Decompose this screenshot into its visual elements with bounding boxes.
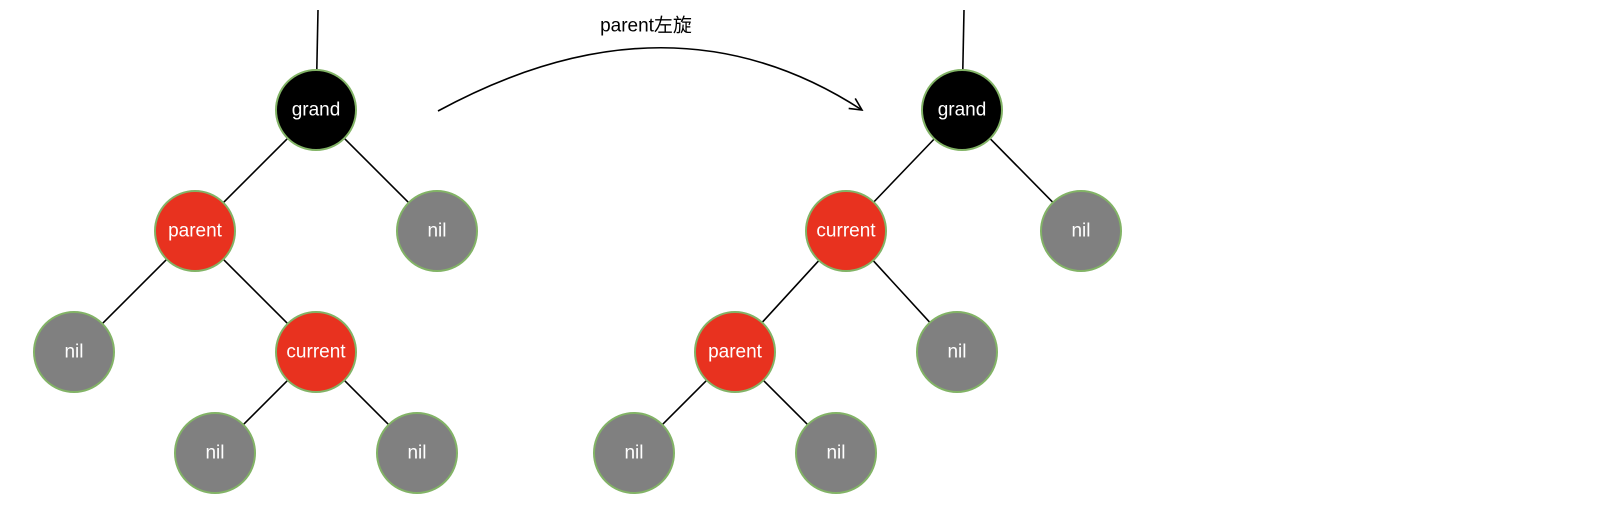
node-circle — [805, 190, 887, 272]
tree-edge — [761, 259, 820, 324]
node-circle — [921, 69, 1003, 151]
node-circle — [396, 190, 478, 272]
node-label: nil — [947, 342, 966, 363]
edges-layer — [101, 9, 1054, 426]
node-label: nil — [407, 443, 426, 464]
node-label: current — [816, 221, 876, 242]
node-circle — [795, 412, 877, 494]
tree-edge — [989, 137, 1054, 204]
node-label: nil — [1071, 221, 1090, 242]
tree-node-a-current: current — [805, 190, 887, 272]
tree-node-a-grand: grand — [921, 69, 1003, 151]
node-circle — [154, 190, 236, 272]
node-label: nil — [427, 221, 446, 242]
node-label: nil — [624, 443, 643, 464]
node-circle — [916, 311, 998, 393]
tree-edge — [343, 137, 410, 204]
tree-edge — [242, 379, 289, 426]
node-label: parent — [708, 342, 763, 363]
node-circle — [1040, 190, 1122, 272]
tree-node-b-nil-r: nil — [396, 190, 478, 272]
node-label: grand — [292, 100, 341, 121]
tree-node-b-nil-cr: nil — [376, 412, 458, 494]
tree-node-b-nil-pl: nil — [33, 311, 115, 393]
tree-edge — [222, 258, 289, 325]
rotation-arrow — [437, 46, 864, 112]
tree-node-b-current: current — [275, 311, 357, 393]
tree-node-a-nil-cr: nil — [916, 311, 998, 393]
node-circle — [593, 412, 675, 494]
tree-edge — [872, 259, 931, 324]
tree-node-a-nil-r: nil — [1040, 190, 1122, 272]
tree-edge — [222, 137, 289, 204]
node-circle — [275, 69, 357, 151]
tree-node-b-nil-cl: nil — [174, 412, 256, 494]
tree-node-b-parent: parent — [154, 190, 236, 272]
root-stub-before — [315, 9, 319, 71]
tree-edge — [873, 138, 935, 203]
node-circle — [694, 311, 776, 393]
node-label: grand — [938, 100, 987, 121]
node-label: parent — [168, 221, 223, 242]
node-circle — [376, 412, 458, 494]
root-stub-after — [962, 9, 965, 71]
tree-edge — [762, 379, 809, 426]
node-label: nil — [64, 342, 83, 363]
node-label: nil — [826, 443, 845, 464]
tree-edge — [101, 258, 168, 325]
tree-node-a-parent: parent — [694, 311, 776, 393]
node-circle — [33, 311, 115, 393]
tree-node-a-nil-pr: nil — [795, 412, 877, 494]
node-circle — [174, 412, 256, 494]
tree-node-a-nil-pl: nil — [593, 412, 675, 494]
operation-label: parent左旋 — [600, 15, 692, 37]
node-label: nil — [205, 443, 224, 464]
tree-edge — [343, 379, 390, 426]
nodes-layer: grand parent nil nil current nil nil grand curre… — [33, 69, 1122, 494]
node-circle — [275, 311, 357, 393]
tree-edge — [661, 379, 708, 426]
node-label: current — [286, 342, 346, 363]
tree-node-b-grand: grand — [275, 69, 357, 151]
